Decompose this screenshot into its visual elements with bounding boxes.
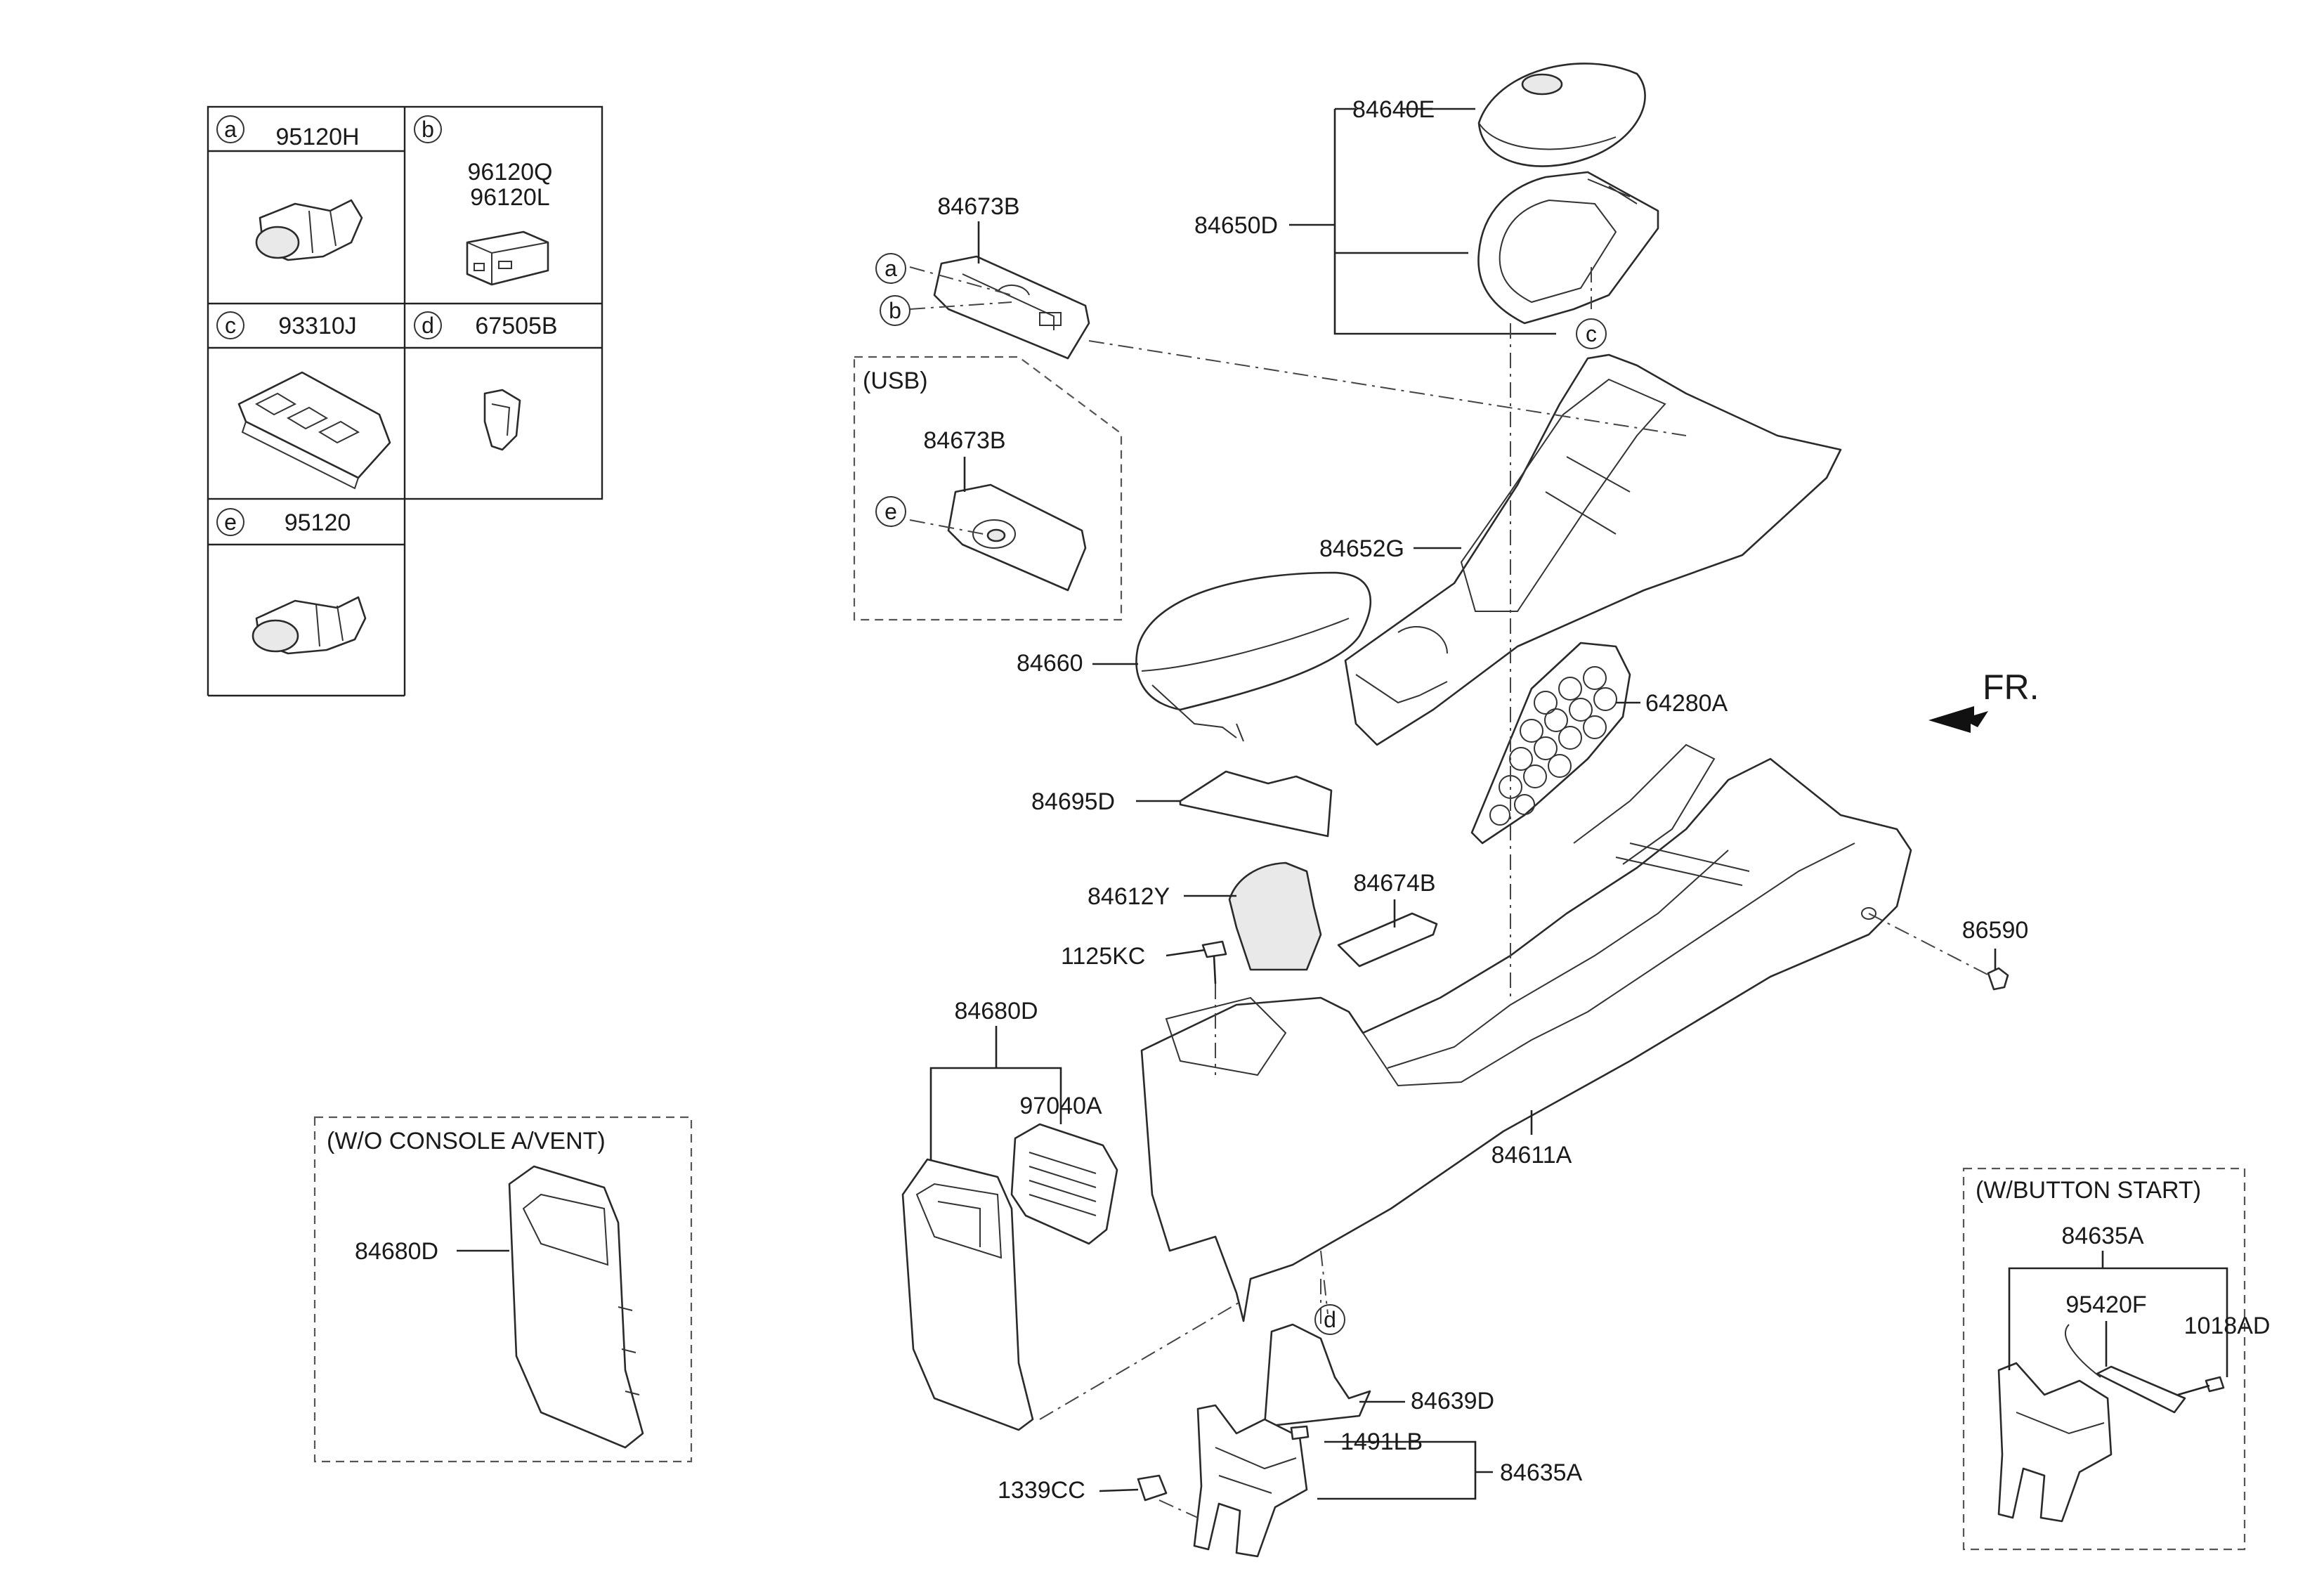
- usb-module-96120-drawing: [466, 230, 549, 286]
- main-console-84611A: [1140, 743, 1912, 1322]
- socket-95120H-drawing: [255, 199, 363, 261]
- marker-a: a: [884, 256, 897, 281]
- front-arrow-icon: [1928, 706, 1988, 733]
- label-84652G: 84652G: [1319, 535, 1404, 562]
- label-86590: 86590: [1962, 917, 2029, 944]
- usb-group-frame: [853, 356, 1123, 621]
- alignment-dash-lines: [909, 266, 1992, 1518]
- label-84674B: 84674B: [1353, 870, 1435, 897]
- nut-86590: [1987, 967, 2009, 991]
- label-84635A: 84635A: [1500, 1459, 1583, 1486]
- module-95420F: [2065, 1324, 2186, 1414]
- socket-95120-drawing: [252, 596, 367, 655]
- armrest-pad-84640E: [1477, 63, 1646, 167]
- bracket-84635A: [1193, 1404, 1308, 1558]
- label-84639D: 84639D: [1411, 1388, 1494, 1414]
- bezel-84650D: [1477, 171, 1659, 325]
- rear-panel-84680D: [901, 1158, 1034, 1431]
- side-panel-64280A: [1470, 642, 1631, 845]
- legend-part-b2: 96120L: [470, 184, 549, 211]
- panel-84673B: [933, 255, 1090, 360]
- legend-letter-a: a: [224, 117, 237, 142]
- armrest-84660: [1135, 571, 1372, 742]
- label-1018AD: 1018AD: [2184, 1313, 2271, 1339]
- label-84611A: 84611A: [1491, 1142, 1572, 1169]
- rear-panel-84680D-alt: [508, 1165, 644, 1449]
- group-caption-usb: (USB): [863, 367, 928, 394]
- strip-84674B: [1337, 912, 1438, 968]
- screw-1018AD: [2177, 1376, 2225, 1396]
- grommet-1339CC: [1137, 1474, 1168, 1502]
- callout-labels: 84640E 84650D 84673B 84673B 84652G 84660…: [355, 96, 2270, 1504]
- label-84695D: 84695D: [1031, 788, 1115, 815]
- label-95420F: 95420F: [2065, 1291, 2146, 1318]
- switch-93310J-drawing: [237, 371, 391, 490]
- label-1339CC: 1339CC: [998, 1477, 1085, 1504]
- legend-part-e: 95120: [285, 509, 351, 536]
- wo-vent-group-frame: [313, 1116, 693, 1463]
- circle-markers: a b e c d: [875, 253, 1607, 1335]
- mat-84695D: [1179, 770, 1333, 838]
- marker-e: e: [884, 499, 897, 524]
- legend-part-d: 67505B: [475, 313, 557, 339]
- vent-97040A: [1010, 1123, 1118, 1245]
- legend-letter-b: b: [422, 117, 434, 142]
- legend-letter-e: e: [224, 509, 237, 535]
- legend-table: a 95120H b 96120Q 96120L c 93310J d 6750…: [207, 105, 603, 697]
- label-1491LB: 1491LB: [1340, 1428, 1423, 1455]
- legend-part-b1: 96120Q: [468, 159, 553, 186]
- label-64280A: 64280A: [1645, 690, 1728, 717]
- legend-letter-c: c: [225, 313, 236, 338]
- legend-part-c: 93310J: [278, 313, 357, 339]
- label-84680D-alt: 84680D: [355, 1238, 438, 1265]
- label-1125KC: 1125KC: [1061, 943, 1145, 970]
- leader-lines: [457, 108, 2228, 1500]
- screw-1491LB: [1290, 1425, 1310, 1440]
- label-84650D: 84650D: [1194, 212, 1278, 239]
- panel-84673B-usb: [947, 483, 1087, 592]
- bracket-84635A-btn: [1997, 1362, 2113, 1523]
- group-caption-btn-start: (W/BUTTON START): [1976, 1177, 2201, 1204]
- legend-letter-d: d: [422, 313, 434, 338]
- legend-part-a: 95120H: [275, 124, 359, 150]
- upper-console-84652G: [1344, 353, 1842, 746]
- label-97040A: 97040A: [1019, 1093, 1102, 1119]
- label-84673B-top: 84673B: [937, 193, 1019, 220]
- front-direction-label: FR.: [1983, 668, 2039, 707]
- clip-67505B-drawing: [483, 389, 521, 451]
- label-84640E: 84640E: [1352, 96, 1435, 123]
- label-84673B-usb: 84673B: [923, 427, 1005, 454]
- label-84635A-btn: 84635A: [2061, 1223, 2144, 1249]
- marker-b: b: [889, 298, 901, 323]
- cover-84612Y: [1228, 861, 1322, 971]
- marker-d: d: [1324, 1307, 1336, 1332]
- label-84612Y: 84612Y: [1088, 883, 1170, 910]
- screw-1125KC: [1201, 940, 1227, 984]
- group-caption-wo-vent: (W/O CONSOLE A/VENT): [327, 1128, 606, 1154]
- boot-84639D: [1263, 1323, 1371, 1428]
- marker-c: c: [1586, 321, 1597, 346]
- label-84660: 84660: [1017, 650, 1083, 677]
- label-84680D: 84680D: [954, 998, 1038, 1024]
- btn-start-group-frame: [1962, 1167, 2246, 1551]
